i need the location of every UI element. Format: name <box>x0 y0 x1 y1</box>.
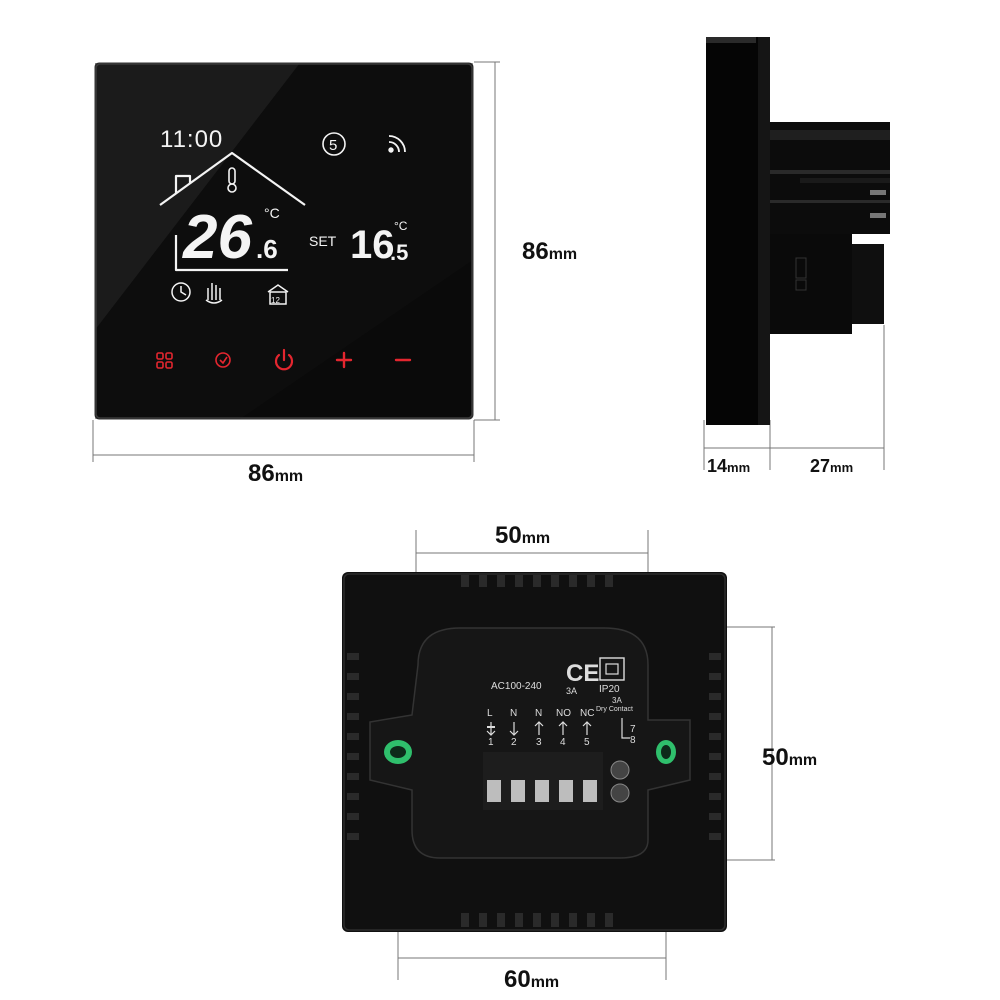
side-back-depth-dimension: 27mm <box>810 456 854 476</box>
current-label: 3A <box>566 686 577 696</box>
back-module <box>369 627 691 859</box>
away-mode-badge: 12 <box>271 296 280 305</box>
side-front-depth-dimension: 14mm <box>707 456 751 476</box>
dry-contact-screw-7 <box>610 760 630 780</box>
terminal-number: 3 <box>536 737 542 748</box>
back-hole-vertical-dimension: 50mm <box>762 744 818 771</box>
set-temperature-main: 16 <box>350 223 395 267</box>
back-vents-bottom <box>461 913 613 927</box>
program-circle-icon <box>322 132 346 156</box>
back-vents-right <box>709 653 721 840</box>
dry-terminal-number: 7 <box>630 724 636 735</box>
ip-rating-label: IP20 <box>599 684 620 695</box>
glass-reflection-2 <box>95 63 473 419</box>
terminal-name: N <box>510 708 517 719</box>
side-dimension-lines <box>703 325 885 470</box>
front-dimension-lines <box>92 61 500 462</box>
wifi-icon <box>388 135 406 153</box>
back-view: CE <box>342 572 727 932</box>
terminal-name: N <box>535 708 542 719</box>
double-insulation-mark <box>599 657 625 681</box>
power-button[interactable] <box>274 348 294 371</box>
terminal-number: 1 <box>488 737 494 748</box>
front-height-dimension: 86mm <box>522 238 578 265</box>
set-temperature-unit: °C <box>394 219 408 233</box>
dry-contact-label: Dry Contact <box>596 706 633 713</box>
thermometer-icon <box>227 167 237 193</box>
voltage-label: AC100-240 <box>491 681 542 692</box>
room-temperature-main: 26 <box>182 203 252 272</box>
dry-contact-screw-8 <box>610 783 630 803</box>
terminal-labels: L N N NO NC 1 2 3 4 5 7 8 <box>487 708 636 748</box>
menu-button[interactable] <box>156 352 173 369</box>
terminal-number: 4 <box>560 737 566 748</box>
room-temperature-decimal: .6 <box>256 234 278 264</box>
program-number: 5 <box>329 137 337 154</box>
plus-button[interactable] <box>335 351 353 369</box>
clock-display: 11:00 <box>160 126 223 153</box>
front-width-dimension: 86mm <box>248 460 304 487</box>
clock-icon <box>171 282 191 302</box>
terminal-arrows <box>486 718 630 739</box>
set-label: SET <box>309 233 337 249</box>
set-temperature-decimal: .5 <box>390 240 408 265</box>
dry-terminal-number: 8 <box>630 735 636 746</box>
terminal-number: 5 <box>584 737 590 748</box>
room-temperature-unit: °C <box>264 205 280 221</box>
back-module-width-dimension: 60mm <box>504 966 560 993</box>
glass-reflection <box>95 63 300 330</box>
dry-contact-current: 3A <box>612 696 622 705</box>
back-vents-top <box>461 575 613 587</box>
heat-hand-icon <box>205 283 223 304</box>
terminal-name: NO <box>556 708 571 719</box>
schedule-button[interactable] <box>215 352 231 368</box>
back-hole-horizontal-dimension: 50mm <box>495 522 551 549</box>
terminal-number: 2 <box>511 737 517 748</box>
ce-mark: CE <box>566 660 599 687</box>
back-vents-left <box>347 653 359 840</box>
side-view <box>706 37 890 425</box>
terminal-name: NC <box>580 708 594 719</box>
away-mode-icon <box>267 284 289 305</box>
house-outline <box>159 151 306 272</box>
terminal-name: L <box>487 708 493 719</box>
